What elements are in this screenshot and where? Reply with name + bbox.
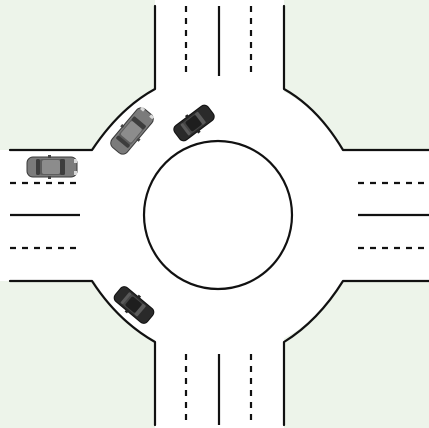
edge-north-east xyxy=(282,4,429,152)
edge-south-west xyxy=(8,279,157,427)
central-island xyxy=(142,139,294,291)
edge-north-west xyxy=(8,4,157,152)
car-west-approach xyxy=(26,154,78,180)
edge-south-east xyxy=(282,279,429,427)
lane-markings xyxy=(10,6,429,425)
road-edges xyxy=(8,4,429,427)
